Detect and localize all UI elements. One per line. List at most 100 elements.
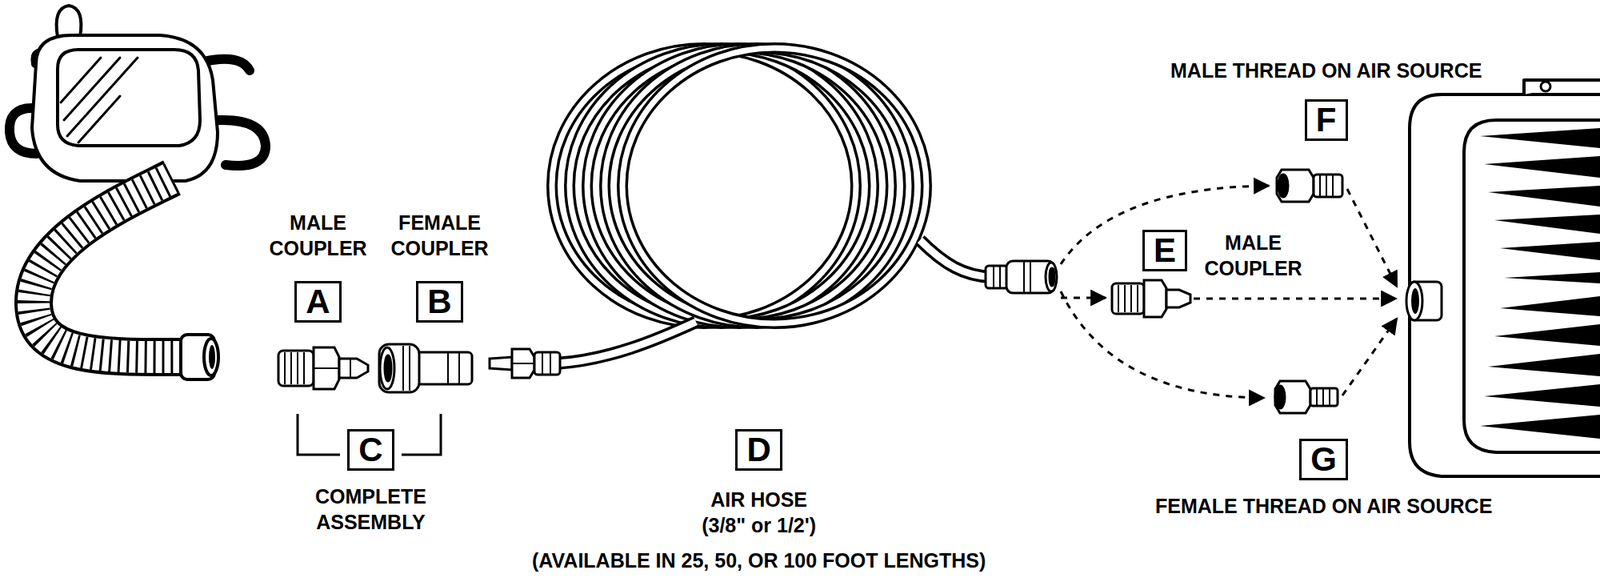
- breathing-hose: [33, 177, 219, 380]
- cooling-fins-part: [1494, 214, 1600, 234]
- cooling-fins-part: [1484, 156, 1600, 178]
- air-source: [1406, 80, 1600, 476]
- female-coupler-fitting-part: [384, 355, 392, 381]
- air-hose-coil-part: [556, 321, 696, 364]
- fitting-male-coupler-part: [1112, 283, 1144, 314]
- cooling-fins-part: [1488, 185, 1600, 207]
- air-hose-coil: [552, 48, 992, 364]
- cooling-fins-part: [1488, 353, 1600, 376]
- breathing-hose-part: [33, 177, 191, 357]
- part-label: MALE COUPLER: [1203, 229, 1304, 281]
- cooling-fins-part: [1480, 128, 1600, 148]
- cooling-fins-part: [1480, 414, 1600, 439]
- callout-group: CCOMPLETE ASSEMBLY: [314, 428, 428, 535]
- male-coupler-fitting-part: [278, 350, 314, 386]
- dashed-arrow-part: [1193, 297, 1396, 300]
- female-coupler-fitting-part: [448, 352, 460, 384]
- male-coupler-fitting-part: [339, 358, 368, 378]
- callout-group: G FEMALE THREAD ON AIR SOURCE: [1155, 438, 1492, 519]
- callout-letter: D: [735, 428, 782, 471]
- male-coupler-fitting-part: [284, 352, 304, 384]
- respirator-mask: [9, 5, 266, 181]
- hose-fittings-part: [489, 356, 512, 370]
- dashed-arrow-part: [1347, 188, 1397, 287]
- part-label: FEMALE THREAD ON AIR SOURCE: [1155, 492, 1492, 519]
- hose-fittings-part: [985, 265, 1008, 288]
- callout-group: E MALE COUPLER: [1142, 229, 1304, 281]
- respirator-mask-part: [57, 49, 200, 146]
- callout-letter: G: [1299, 438, 1348, 480]
- female-coupler-fitting-part: [379, 344, 420, 392]
- male-coupler-fitting-part: [313, 347, 340, 389]
- fitting-female-thread-part: [1275, 380, 1311, 413]
- fitting-male-coupler-part: [1166, 289, 1191, 308]
- dashed-arrow-part: [1342, 318, 1397, 396]
- hose-fittings: [489, 260, 1057, 378]
- female-coupler-fitting-part: [403, 345, 410, 391]
- air-hose-coil-part: [920, 240, 992, 277]
- callout-letter: C: [347, 428, 394, 471]
- fitting-male-thread-part: [1278, 174, 1288, 197]
- fitting-male-thread-part: [1320, 174, 1333, 197]
- part-label: AIR HOSE (3/8" or 1/2'): [700, 486, 817, 538]
- part-label: FEMALE COUPLER: [389, 209, 490, 261]
- cooling-fins: [1480, 128, 1600, 439]
- cooling-fins-part: [1484, 384, 1600, 407]
- callout-group: MALE THREAD ON AIR SOURCEF: [1170, 57, 1482, 141]
- cooling-fins-part: [1500, 241, 1600, 260]
- breathing-hose-part: [33, 177, 191, 357]
- hose-fittings-part: [1024, 260, 1031, 293]
- air-source-part: [1411, 288, 1420, 314]
- air-hose-coil-part: [604, 48, 909, 324]
- cooling-fins-part: [1500, 296, 1600, 316]
- fitting-male-thread-part: [1313, 174, 1343, 197]
- fitting-male-coupler-part: [1118, 284, 1138, 312]
- male-coupler-fitting-part: [313, 367, 340, 369]
- fitting-female-thread-part: [1275, 385, 1285, 408]
- air-hose-coil-part: [622, 48, 927, 324]
- hose-fittings-part: [542, 352, 551, 375]
- air-source-part: [1409, 94, 1600, 476]
- fitting-female-thread-part: [1316, 388, 1330, 406]
- air-hose-coil-part: [556, 321, 696, 364]
- hose-fittings-part: [512, 362, 535, 364]
- respirator-mask-part: [60, 57, 138, 143]
- fitting-female-thread: [1275, 380, 1338, 413]
- callout-letter: E: [1142, 229, 1188, 272]
- breathing-hose-part: [33, 177, 191, 357]
- air-hose-coil-part: [552, 48, 856, 324]
- fitting-female-thread-part: [1310, 388, 1338, 406]
- air-hose-coil-part: [622, 48, 927, 324]
- callout-letter: A: [294, 280, 341, 323]
- part-label: MALE COUPLER: [268, 209, 368, 261]
- air-source-part: [1464, 120, 1600, 452]
- female-coupler-fitting: [379, 344, 472, 392]
- respirator-mask-part: [217, 120, 266, 166]
- dashed-arrow: [1060, 185, 1397, 398]
- air-hose-coil-part: [569, 48, 874, 324]
- callout-letter: B: [416, 280, 463, 323]
- fitting-male-coupler-part: [1144, 280, 1167, 317]
- callout-letter: F: [1304, 99, 1348, 141]
- air-hose-coil-part: [604, 48, 909, 324]
- hose-fittings-part: [993, 265, 1000, 288]
- callout-group: MALE COUPLER A: [268, 209, 368, 323]
- air-source-part: [1406, 281, 1423, 320]
- fitting-male-thread-part: [1276, 169, 1314, 202]
- male-coupler-fitting-part: [349, 358, 352, 378]
- breathing-hose-part: [208, 344, 216, 369]
- respirator-mask-part: [32, 35, 218, 181]
- cooling-fins-part: [1494, 324, 1600, 346]
- air-hose-coil-part: [552, 48, 856, 324]
- part-label: (AVAILABLE IN 25, 50, OR 100 FOOT LENGTH…: [532, 548, 986, 572]
- callout-group: D AIR HOSE (3/8" or 1/2') (AVAILABLE IN 25…: [532, 428, 986, 572]
- hose-fittings-part: [1049, 268, 1055, 286]
- respirator-mask-part: [56, 5, 82, 37]
- callout-group: FEMALE COUPLER B: [389, 209, 490, 323]
- dashed-arrow-part: [1060, 296, 1106, 300]
- hose-fittings-part: [1045, 262, 1057, 292]
- fitting-male-thread: [1276, 169, 1343, 202]
- air-hose-coil-part: [587, 48, 892, 324]
- air-hose-coil-part: [569, 48, 874, 324]
